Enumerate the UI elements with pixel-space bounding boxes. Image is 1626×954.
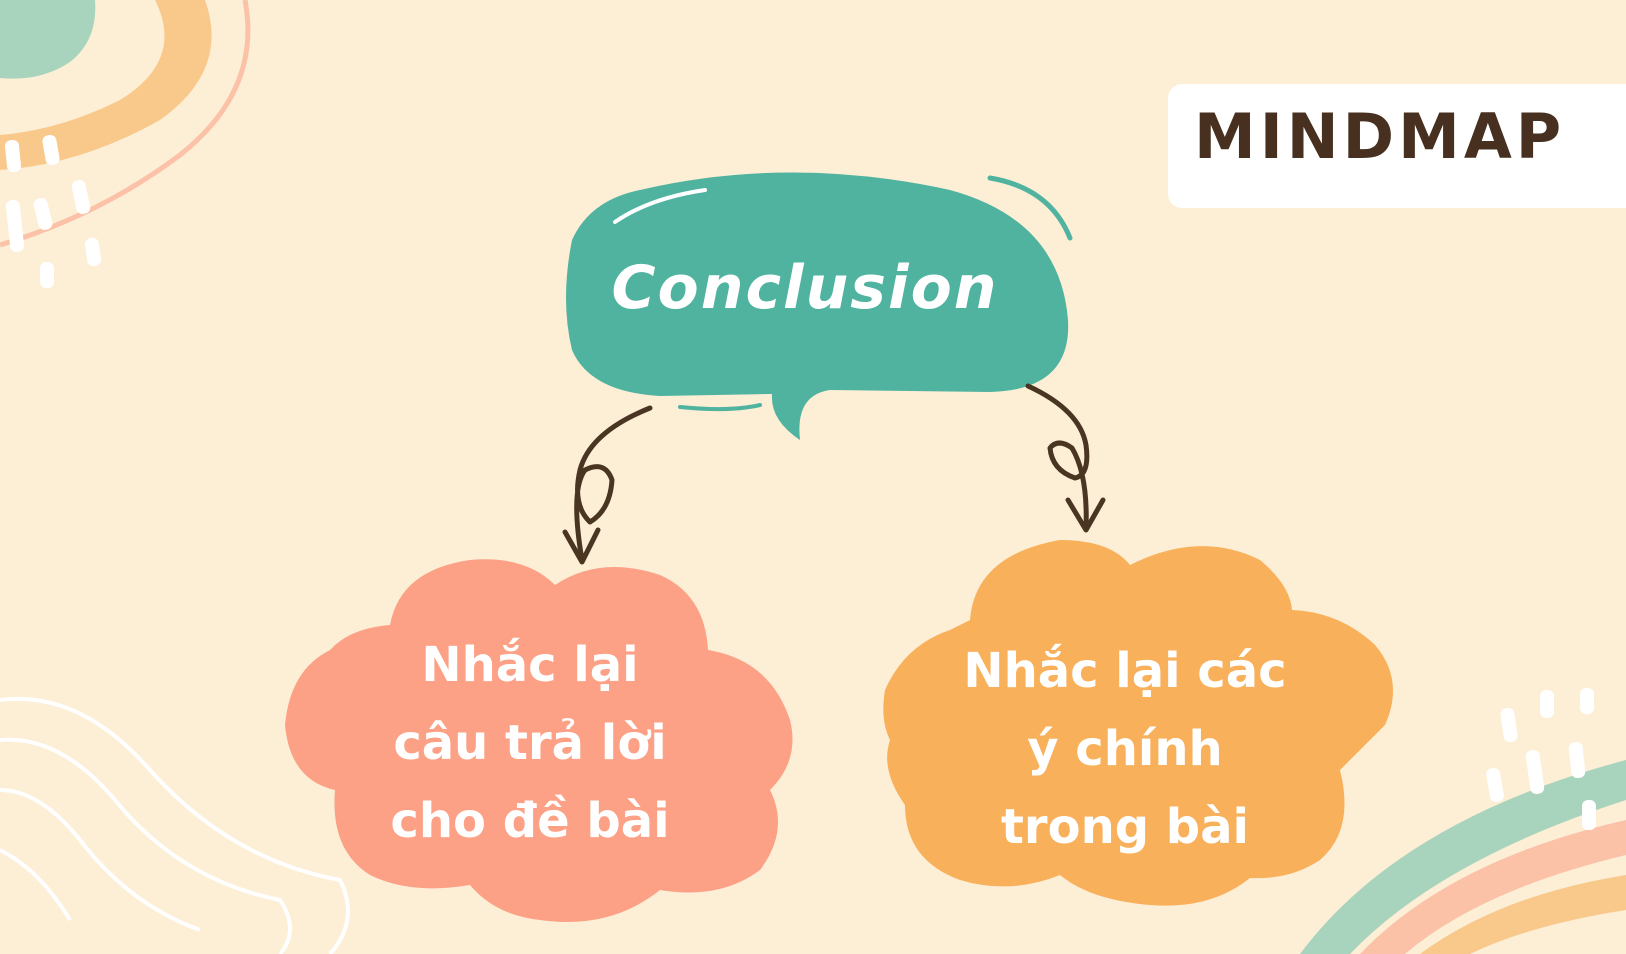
right-arrow	[1025, 383, 1106, 533]
bottom-right-green-band	[1300, 760, 1626, 954]
bottom-left-contours	[0, 696, 350, 954]
bottom-right-orange-band	[1420, 875, 1626, 954]
center-bubble	[566, 172, 1069, 440]
mindmap-badge: MINDMAP	[1168, 84, 1626, 208]
top-left-salmon-line	[0, 0, 251, 248]
left-branch-node: Nhắc lại câu trả lời cho đề bài	[330, 626, 730, 860]
bubble-highlight-top	[613, 188, 707, 224]
right-branch-node: Nhắc lại các ý chính trong bài	[915, 632, 1335, 866]
bottom-right-salmon-band	[1360, 820, 1626, 954]
left-branch-line-2: câu trả lời	[393, 715, 667, 771]
right-branch-line-1: Nhắc lại các	[963, 643, 1287, 699]
left-arrow	[562, 405, 653, 565]
right-cloud	[883, 540, 1393, 906]
mindmap-badge-label: MINDMAP	[1194, 100, 1566, 173]
top-left-green-blob	[0, 0, 96, 79]
right-branch-line-3: trong bài	[1000, 799, 1250, 855]
left-cloud	[285, 559, 793, 922]
left-branch-line-1: Nhắc lại	[421, 637, 639, 693]
left-branch-line-3: cho đề bài	[390, 793, 670, 849]
top-left-orange-arc	[0, 0, 212, 170]
right-branch-line-2: ý chính	[1027, 721, 1223, 777]
bubble-accent-right	[987, 175, 1073, 241]
bottom-right-dashes	[1486, 688, 1596, 830]
bubble-accent-bottom	[678, 403, 762, 412]
center-node-label: Conclusion	[611, 253, 999, 323]
top-left-dashes	[4, 134, 102, 288]
